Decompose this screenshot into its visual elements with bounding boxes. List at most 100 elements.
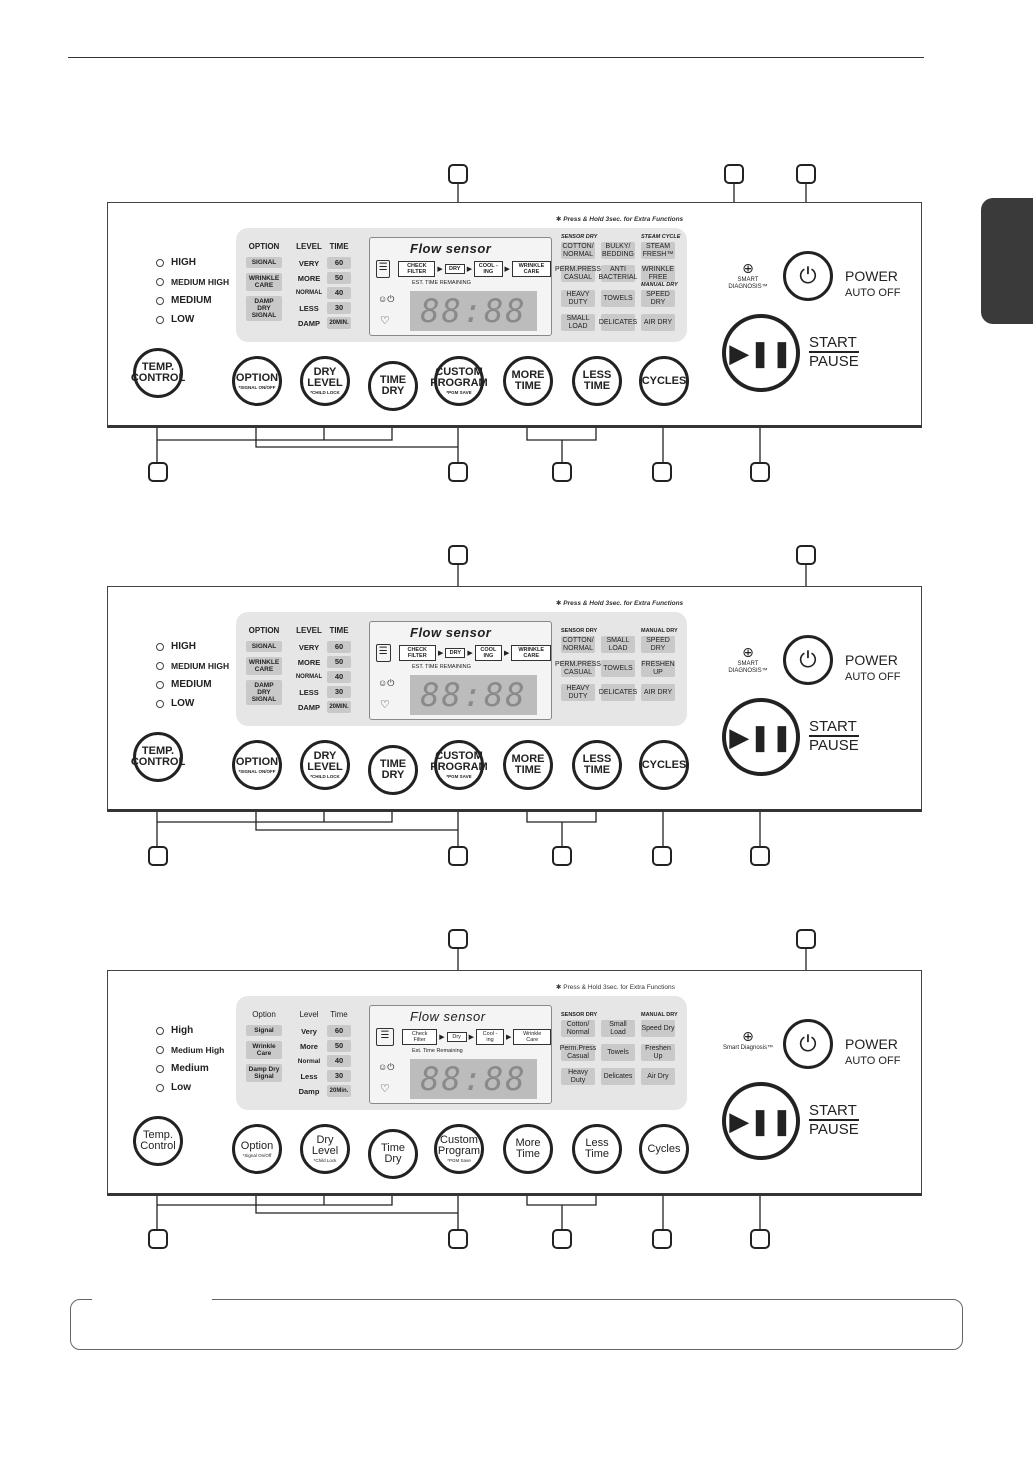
temp-item: MEDIUM HIGH xyxy=(156,272,229,291)
step-indicator: Dry xyxy=(446,1032,467,1042)
more-time-button[interactable]: More Time xyxy=(503,1124,553,1174)
level-header: LEVEL xyxy=(296,626,322,635)
start-pause-button[interactable]: ▶❚❚ xyxy=(722,698,800,776)
temp-label: HIGH xyxy=(171,641,196,652)
time-dry-button[interactable]: TIME DRY xyxy=(368,361,418,411)
indicator-led-icon xyxy=(156,258,164,267)
temp-control-button[interactable]: TEMP. CONTROL xyxy=(131,732,185,782)
temp-item: LOW xyxy=(156,310,229,329)
cycle-indicator: Towels xyxy=(601,1044,635,1061)
option-indicator: Signal xyxy=(246,1025,282,1036)
callout-box xyxy=(448,929,468,949)
arrow-right-icon: ▶ xyxy=(468,1034,475,1041)
level-column: Level Very More Normal Less Damp xyxy=(294,1010,324,1100)
cycle-indicator: STEAM FRESH™ xyxy=(641,242,675,259)
dry-level-button[interactable]: DRY LEVEL*CHILD LOCK xyxy=(300,356,350,406)
option-indicator: SIGNAL xyxy=(246,641,282,652)
time-dry-button[interactable]: Time Dry xyxy=(368,1129,418,1179)
indicator-led-icon xyxy=(156,277,164,286)
time-column: TIME 60 50 40 30 20MIN. xyxy=(324,242,354,332)
callout-box xyxy=(552,846,572,866)
cycle-indicator: DELICATES xyxy=(599,314,637,331)
smart-diagnosis-icon: ⊕ xyxy=(742,1028,754,1044)
temp-indicators: High Medium High Medium Low xyxy=(156,1021,224,1097)
temp-item: High xyxy=(156,1021,224,1040)
time-column: TIME 60 50 40 30 20MIN. xyxy=(324,626,354,716)
temp-control-button[interactable]: Temp. Control xyxy=(133,1116,183,1166)
time-value: 40 xyxy=(327,287,351,299)
indicator-led-icon xyxy=(156,680,164,689)
indicator-led-icon xyxy=(156,642,164,651)
arrow-right-icon: ▶ xyxy=(466,266,473,273)
custom-program-button[interactable]: CUSTOM PROGRAM*PGM SAVE xyxy=(430,740,488,790)
option-indicator: Wrinkle Care xyxy=(246,1041,282,1059)
cycles-button[interactable]: CYCLES xyxy=(639,740,689,790)
option-button[interactable]: OPTION*SIGNAL ON/OFF xyxy=(232,740,282,790)
time-header: Time xyxy=(330,1010,348,1019)
level-column: LEVEL VERY MORE NORMAL LESS DAMP xyxy=(294,242,324,332)
cycle-indicator: FRESHEN UP xyxy=(641,660,675,677)
power-button[interactable]: ⏻ xyxy=(783,1019,833,1069)
less-time-button[interactable]: LESS TIME xyxy=(572,740,622,790)
smart-diagnosis: ⊕Smart Diagnosis™ xyxy=(723,1029,773,1052)
cycle-indicator: Speed Dry xyxy=(641,1020,675,1037)
time-value: 50 xyxy=(327,272,351,284)
custom-program-button[interactable]: Custom Program*PGM Save xyxy=(434,1124,484,1174)
less-time-button[interactable]: Less Time xyxy=(572,1124,622,1174)
more-time-button[interactable]: MORE TIME xyxy=(503,740,553,790)
temp-control-button[interactable]: TEMP. CONTROL xyxy=(131,348,185,398)
temp-label: MEDIUM HIGH xyxy=(171,660,230,671)
arrow-right-icon: ▶ xyxy=(506,1034,512,1041)
time-value: 50 xyxy=(327,656,351,668)
temp-label: Medium xyxy=(171,1063,209,1074)
cycles-button[interactable]: Cycles xyxy=(639,1124,689,1174)
power-button[interactable]: ⏻ xyxy=(783,635,833,685)
start-pause-button[interactable]: ▶❚❚ xyxy=(722,1082,800,1160)
cycle-indicator: TOWELS xyxy=(601,660,635,677)
option-header: OPTION xyxy=(248,242,280,251)
smart-diagnosis-label: Smart Diagnosis™ xyxy=(723,1045,774,1051)
brand-logo: Flow sensor xyxy=(410,625,492,640)
indicator-led-icon xyxy=(156,661,164,670)
level-label: More xyxy=(300,1042,318,1051)
est-time-label: EST. TIME REMAINING xyxy=(412,280,471,286)
power-button[interactable]: ⏻ xyxy=(783,251,833,301)
cycle-group-label: SENSOR DRY xyxy=(561,1012,598,1018)
level-label: NORMAL xyxy=(295,674,323,680)
start-pause-button[interactable]: ▶❚❚ xyxy=(722,314,800,392)
option-indicator: DAMP DRY SIGNAL xyxy=(246,296,282,321)
cycles-button[interactable]: CYCLES xyxy=(639,356,689,406)
smart-diagnosis: ⊕SMART DIAGNOSIS™ xyxy=(723,261,773,290)
progress-steps: ☰ CHECK FILTER▶ DRY▶ COOL -ING▶ WRINKLE … xyxy=(376,260,552,278)
play-pause-icon: ▶❚❚ xyxy=(729,721,793,752)
temp-label: Low xyxy=(171,1082,191,1093)
dry-level-button[interactable]: Dry Level*Child Lock xyxy=(300,1124,350,1174)
temp-label: HIGH xyxy=(171,257,196,268)
custom-program-button[interactable]: CUSTOM PROGRAM*PGM SAVE xyxy=(430,356,488,406)
cycle-indicator: PERM.PRESS CASUAL xyxy=(555,660,601,677)
play-pause-icon: ▶❚❚ xyxy=(729,1105,793,1136)
option-button[interactable]: OPTION*SIGNAL ON/OFF xyxy=(232,356,282,406)
option-button[interactable]: Option*Signal On/Off xyxy=(232,1124,282,1174)
temp-item: Low xyxy=(156,1078,224,1097)
temp-label: LOW xyxy=(171,314,195,325)
time-dry-button[interactable]: TIME DRY xyxy=(368,745,418,795)
step-indicator: COOL ING xyxy=(474,645,503,661)
more-time-button[interactable]: MORE TIME xyxy=(503,356,553,406)
option-indicator: SIGNAL xyxy=(246,257,282,268)
time-value: 20MIN. xyxy=(327,317,351,329)
power-icon: ⏻ xyxy=(799,647,817,672)
temp-item: HIGH xyxy=(156,253,229,272)
display-area: Option Signal Wrinkle Care Damp Dry Sign… xyxy=(236,996,687,1110)
dry-level-button[interactable]: DRY LEVEL*CHILD LOCK xyxy=(300,740,350,790)
cycle-indicator: HEAVY DUTY xyxy=(561,684,595,701)
callout-box xyxy=(796,929,816,949)
cycle-indicator: DELICATES xyxy=(599,684,637,701)
callout-box xyxy=(448,846,468,866)
heart-icon: ♡ xyxy=(380,315,390,327)
less-time-button[interactable]: LESS TIME xyxy=(572,356,622,406)
time-digits: 88:88 xyxy=(410,1059,537,1099)
